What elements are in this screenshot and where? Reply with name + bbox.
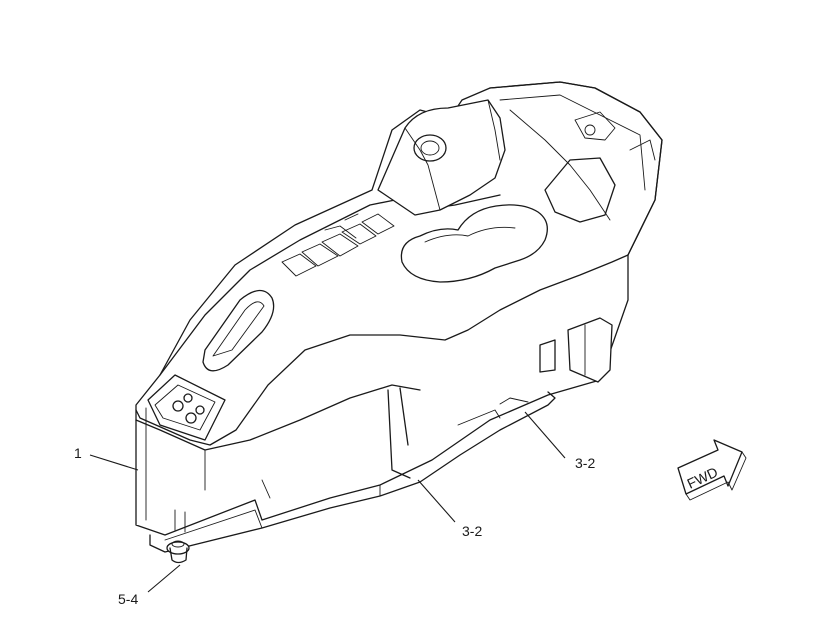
- mounting-plate: [149, 387, 556, 553]
- console-body: [135, 81, 663, 536]
- callout-part-3-2-upper: 3-2: [575, 455, 595, 471]
- callout-part-5-4: 5-4: [118, 591, 138, 607]
- front-bolt: [166, 540, 190, 564]
- callout-part-3-2-lower: 3-2: [462, 523, 482, 539]
- right-bracket: [539, 317, 613, 383]
- callout-part-1: 1: [74, 445, 82, 461]
- vent-openings: [281, 213, 395, 277]
- fwd-arrow-icon: FWD: [677, 439, 747, 501]
- mount-tower: [377, 99, 506, 216]
- cup-holder-opening: [400, 204, 548, 283]
- leader-part-5-4: [147, 564, 181, 593]
- leader-part-1: [89, 454, 139, 471]
- leader-lines: [89, 411, 566, 593]
- front-block: [147, 374, 226, 441]
- leader-part-3-2-lower: [417, 479, 456, 523]
- rear-housing: [489, 81, 663, 256]
- left-slot: [202, 289, 275, 372]
- leader-part-3-2-upper: [524, 411, 566, 459]
